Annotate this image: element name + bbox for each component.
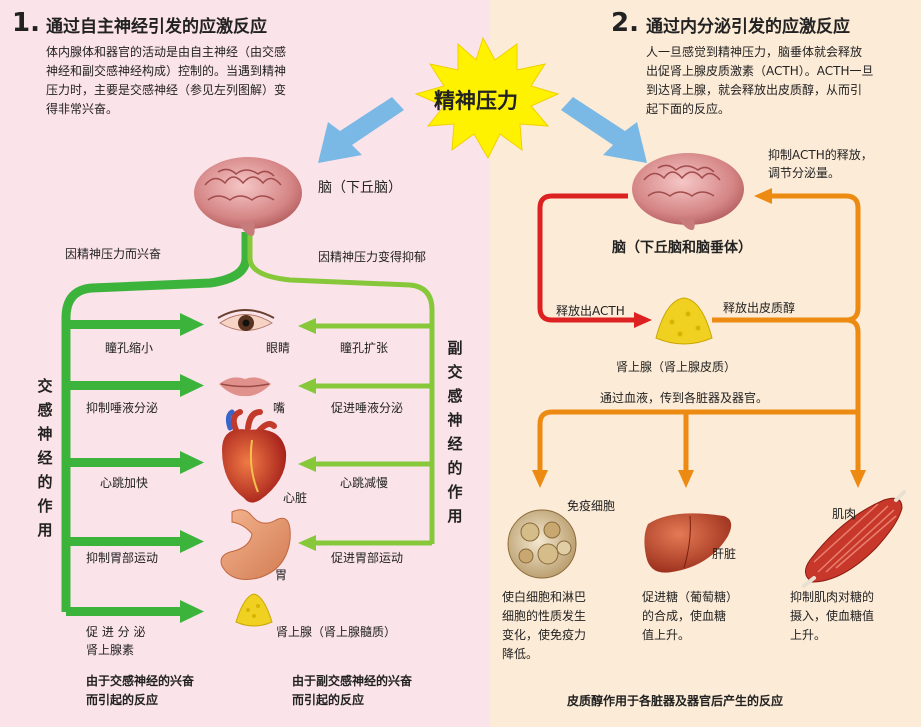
adrenal-medulla-image — [235, 593, 273, 627]
blood-transport-label: 通过血液，传到各脏器及器官。 — [600, 391, 769, 405]
liver-image — [644, 513, 732, 573]
heart-image — [222, 409, 287, 503]
left-section-title: 通过自主神经引发的应激反应 — [46, 17, 267, 37]
organ-label-eye: 眼睛 — [266, 341, 291, 355]
organ-label-adrenal-medulla: 肾上腺（肾上腺髓质） — [276, 625, 397, 639]
release-acth-label: 释放出ACTH — [556, 304, 625, 318]
release-cortisol-label: 释放出皮质醇 — [723, 301, 796, 315]
cortisol-arrowheads — [532, 188, 866, 488]
brain-hypothalamus-label: 脑（下丘脑） — [318, 180, 402, 196]
sympathetic-arrows — [66, 313, 204, 623]
left-section-number: 1. — [12, 8, 40, 38]
right-section-number: 2. — [611, 8, 639, 38]
right-intro-line: 出促肾上腺皮质激素（ACTH）。ACTH一旦 — [646, 64, 874, 78]
sympathetic-effect-stomach: 抑制胃部运动 — [86, 551, 159, 565]
excited-label: 因精神压力而兴奋 — [65, 247, 162, 261]
effect-muscle-line: 摄入，使血糖值 — [790, 609, 875, 623]
effect-liver-line: 的合成，使血糖 — [642, 609, 727, 623]
parasympathetic-effect-heart: 心跳减慢 — [340, 476, 389, 490]
effect-immune-line: 变化，使免疫力 — [502, 628, 587, 642]
adrenal-cortex-image — [655, 297, 713, 345]
left-intro-line: 压力时，主要是交感神经（参见左列图解）变 — [46, 83, 287, 97]
target-label-liver: 肝脏 — [712, 547, 737, 561]
left-intro-line: 神经和副交感神经构成）控制的。当遇到精神 — [46, 64, 287, 78]
muscle-image — [802, 490, 906, 588]
left-intro-line: 体内腺体和器官的活动是由自主神经（由交感 — [46, 45, 287, 59]
sympathetic-effect-adrenal-line: 肾上腺素 — [86, 643, 135, 657]
brain-pituitary-label: 脑（下丘脑和脑垂体） — [612, 240, 752, 256]
feedback-label-line: 抑制ACTH的释放， — [768, 148, 873, 162]
caption-parasympathetic-line: 由于副交感神经的兴奋 — [292, 674, 413, 688]
brain-hypothalamus-image — [194, 157, 302, 236]
acth-path — [537, 193, 636, 323]
effect-muscle-line: 抑制肌肉对糖的 — [790, 590, 875, 604]
sympathetic-effect-adrenal-line: 促 进 分 泌 — [86, 625, 146, 639]
parasympathetic-arrowheads — [298, 318, 316, 551]
sympathetic-effect-heart: 心跳加快 — [100, 476, 149, 490]
target-label-immune: 免疫细胞 — [567, 499, 616, 513]
organ-label-heart: 心脏 — [283, 491, 308, 505]
brain-pituitary-image — [632, 153, 744, 230]
right-caption: 皮质醇作用于各脏器及器官后产生的反应 — [567, 694, 784, 708]
left-intro-line: 得非常兴奋。 — [46, 102, 119, 116]
stress-label: 精神压力 — [434, 89, 518, 113]
organ-label-mouth: 嘴 — [273, 401, 286, 415]
stomach-image — [220, 509, 291, 580]
effect-immune-line: 细胞的性质发生 — [502, 609, 587, 623]
acth-arrowhead — [634, 312, 652, 328]
target-label-muscle: 肌肉 — [832, 507, 857, 521]
stress-arrow-left — [318, 97, 404, 163]
right-intro-line: 人一旦感觉到精神压力，脑垂体就会释放 — [646, 45, 863, 59]
parasympathetic-effect-stomach: 促进胃部运动 — [331, 551, 404, 565]
stress-burst — [414, 36, 560, 160]
depressed-label: 因精神压力变得抑郁 — [318, 250, 427, 264]
caption-sympathetic-line: 由于交感神经的兴奋 — [86, 674, 195, 688]
adrenal-cortex-label: 肾上腺（肾上腺皮质） — [616, 360, 737, 374]
caption-parasympathetic-line: 而引起的反应 — [292, 693, 365, 707]
right-section-title: 通过内分泌引发的应激反应 — [646, 17, 850, 37]
organ-label-stomach: 胃 — [275, 568, 288, 582]
effect-immune-line: 使白细胞和淋巴 — [502, 590, 587, 604]
right-intro-line: 起下面的反应。 — [646, 102, 731, 116]
right-panel — [490, 0, 921, 727]
effect-muscle-line: 上升。 — [790, 628, 827, 642]
parasympathetic-effect-eye: 瞳孔扩张 — [340, 341, 389, 355]
mouth-image — [219, 377, 271, 397]
caption-sympathetic-line: 而引起的反应 — [86, 693, 159, 707]
parasympathetic-effect-mouth: 促进唾液分泌 — [331, 401, 404, 415]
right-intro-line: 到达肾上腺，就会释放出皮质醇，从而引 — [646, 83, 863, 97]
sympathetic-effect-mouth: 抑制唾液分泌 — [86, 401, 159, 415]
effect-immune-line: 降低。 — [502, 647, 539, 661]
effect-liver-line: 促进糖（葡萄糖） — [642, 590, 739, 604]
stress-arrow-right — [561, 97, 647, 163]
eye-image — [217, 309, 275, 331]
sympathetic-vertical-label: 交感神经的作用 — [37, 377, 53, 539]
immune-cells-image — [507, 509, 577, 579]
parasympathetic-nerve-lines — [247, 232, 435, 546]
feedback-label-line: 调节分泌量。 — [768, 166, 841, 180]
sympathetic-nerve-lines — [61, 232, 251, 612]
effect-liver-line: 值上升。 — [642, 628, 691, 642]
cortisol-path — [537, 193, 861, 472]
parasympathetic-vertical-label: 副交感神经的作用 — [447, 339, 463, 525]
sympathetic-effect-eye: 瞳孔缩小 — [105, 341, 154, 355]
